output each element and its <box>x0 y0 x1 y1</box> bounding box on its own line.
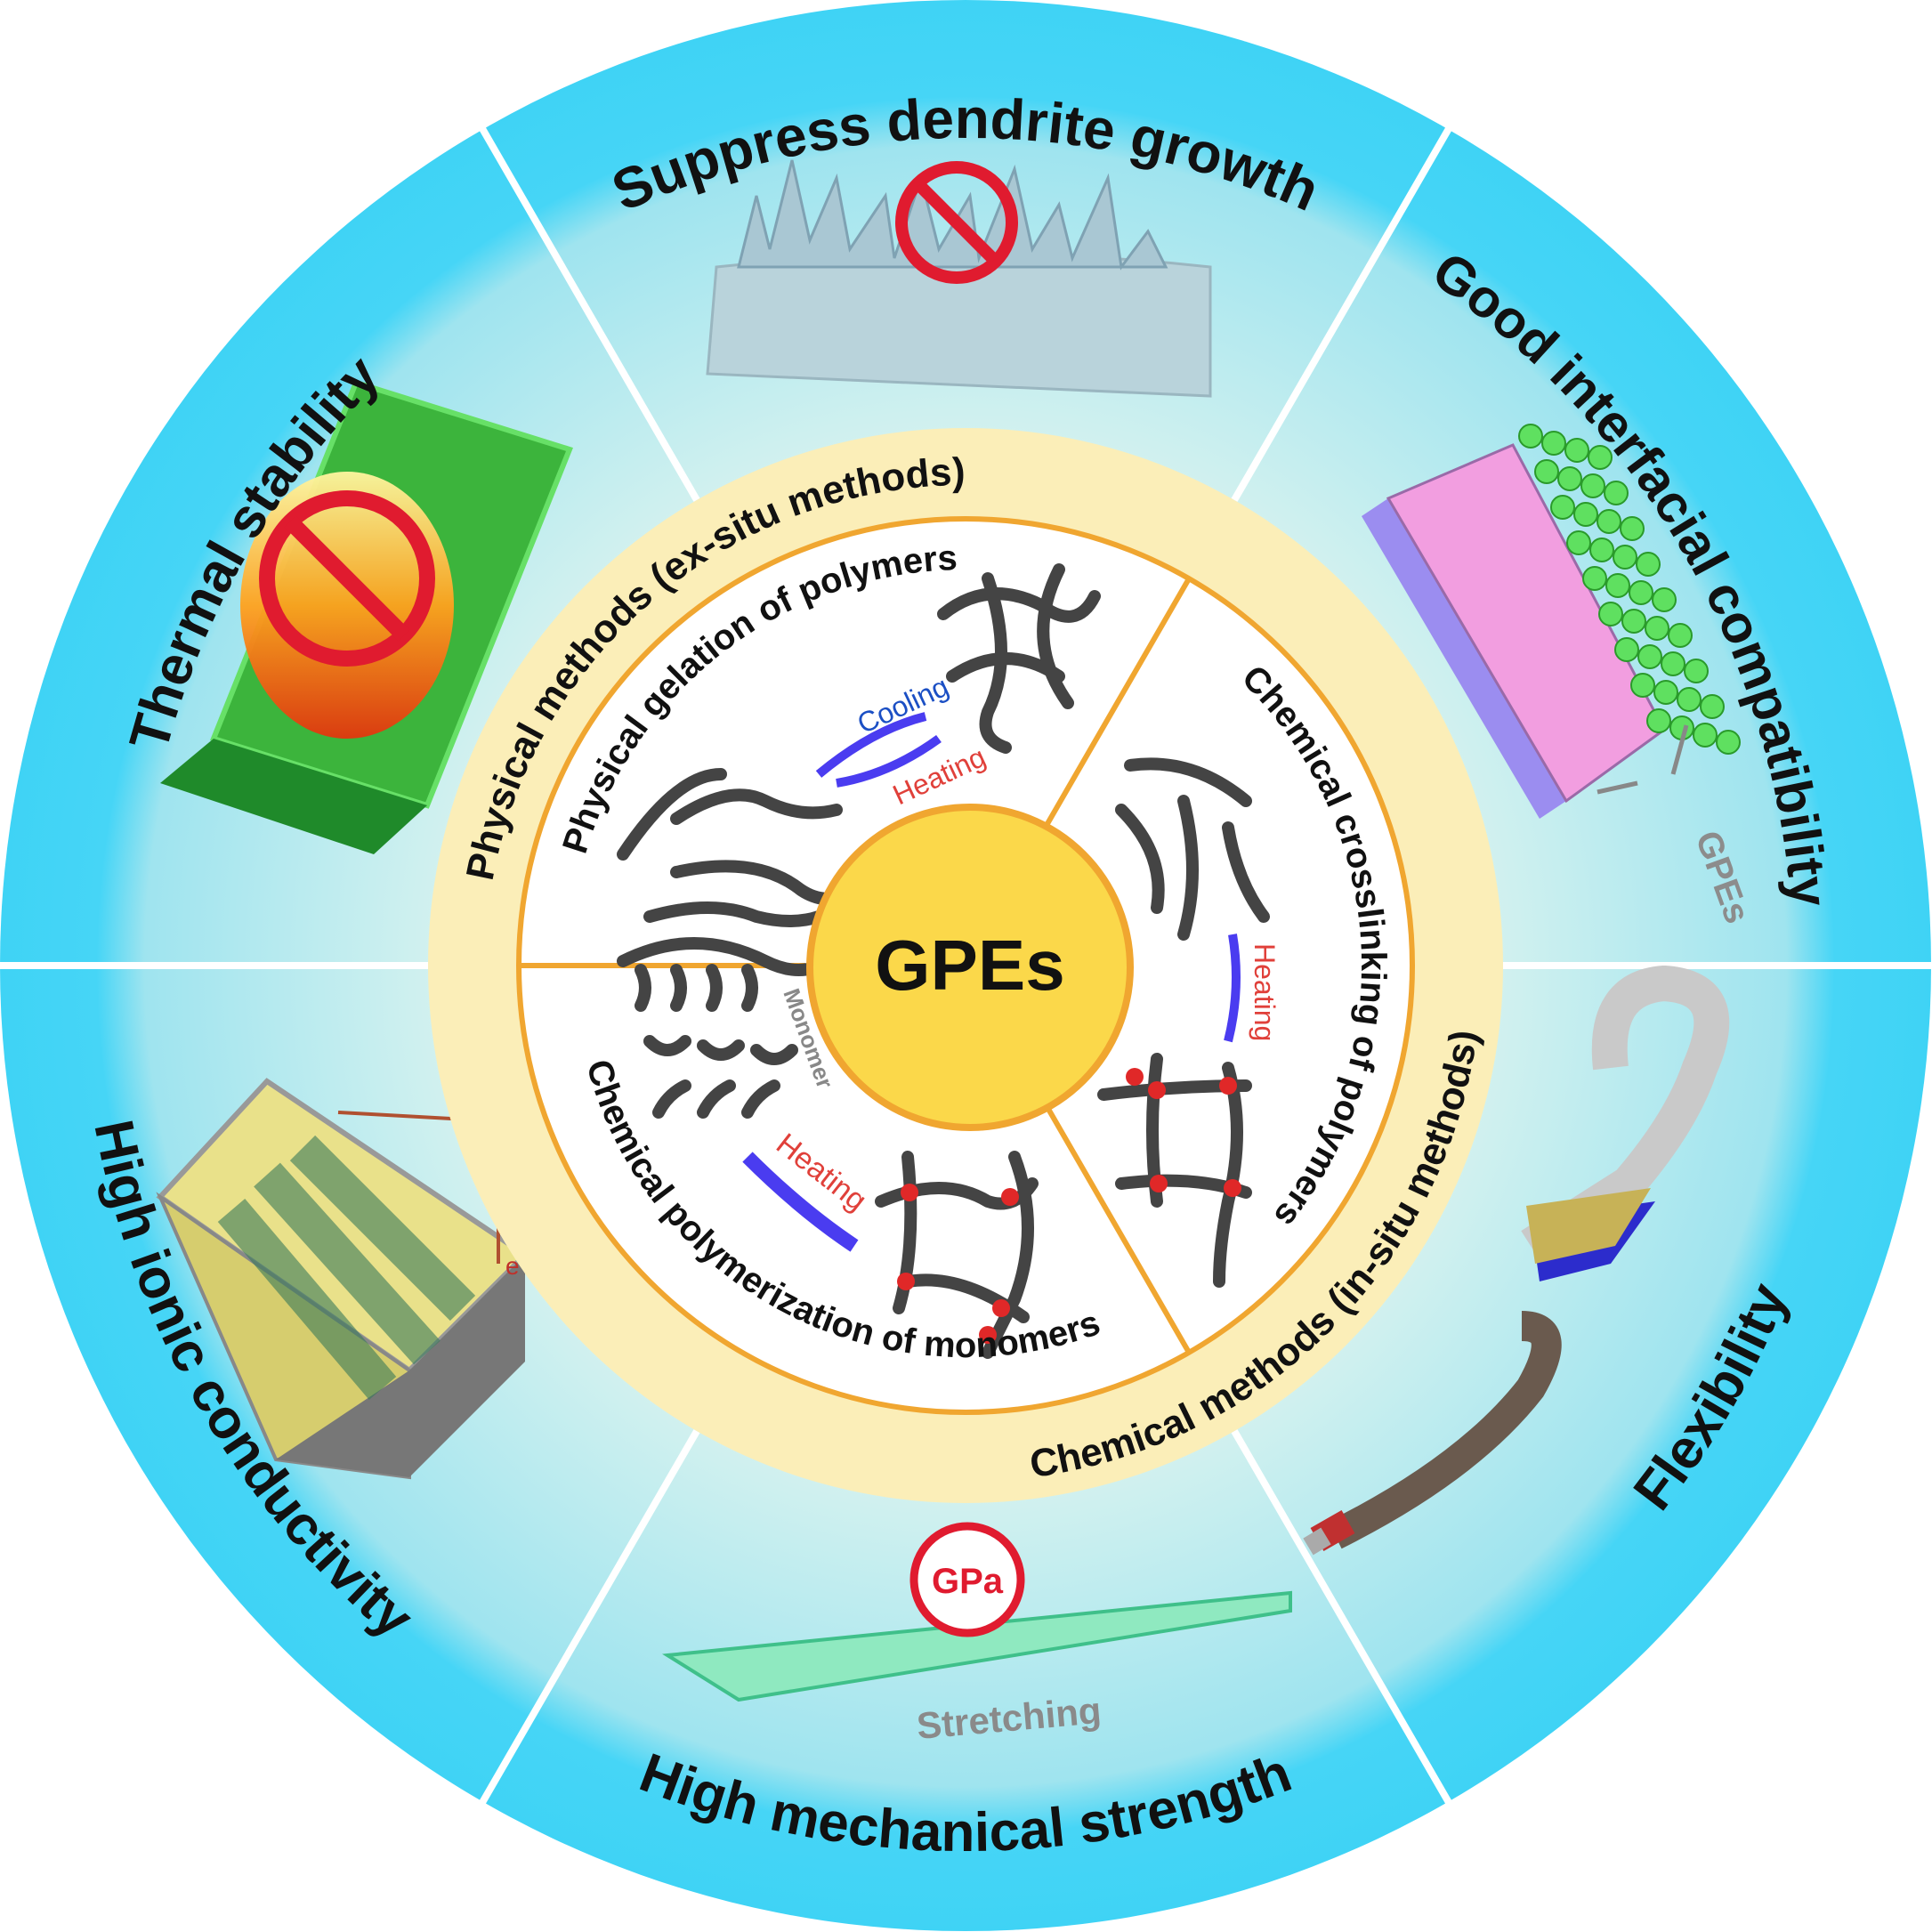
gpes-core <box>806 804 1134 1131</box>
method-divider <box>1043 1103 1192 1354</box>
interface-illustration: GPEs <box>1362 424 1757 928</box>
method-divider <box>1043 577 1192 829</box>
sector-divider <box>477 124 700 502</box>
flexibility-illustration <box>1303 965 1730 1556</box>
dendrite-illustration <box>706 159 1212 398</box>
gpe-particles <box>1518 424 1741 755</box>
gpa-badge: GPa <box>909 1522 1025 1637</box>
conductivity-illustration: e⁻ <box>156 1078 532 1480</box>
process-arrows <box>742 712 1241 1252</box>
prohibition-icon <box>895 161 1018 284</box>
sector-divider <box>477 1429 700 1807</box>
center-label: GPEs <box>875 926 1064 1005</box>
crosslink-points <box>897 1068 1241 1344</box>
method-dividers <box>519 577 1192 1354</box>
mechanical-illustration: GPa Stretching <box>661 1522 1292 1747</box>
svg-text:GPa: GPa <box>932 1562 1004 1601</box>
heating-label-crosslinking: Heating <box>1249 943 1281 1041</box>
prohibition-icon <box>259 490 435 667</box>
sector-dividers <box>0 124 1932 1807</box>
sector-divider <box>1231 124 1454 502</box>
thermal-illustration <box>160 379 573 854</box>
sector-divider <box>1231 1429 1454 1807</box>
